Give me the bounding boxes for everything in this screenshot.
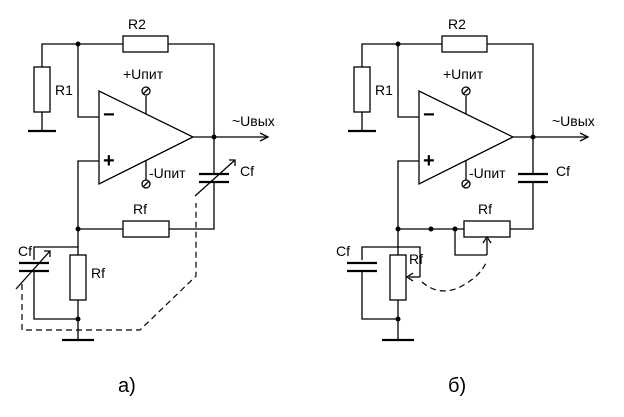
resistor-rf-shunt-label-a: Rf <box>91 265 105 281</box>
circuit-a: − + +Uпит -Uпит R2 R1 ~Uвых Cf <box>15 16 275 397</box>
potentiometer-rf-shunt-b <box>389 254 407 301</box>
capacitor-cf-series-label-a: Cf <box>240 163 254 179</box>
opamp-a-inverting-sign: − <box>103 104 115 126</box>
resistor-r1-a <box>33 66 51 113</box>
circuit-b: − + +Uпит -Uпит R2 R1 ~Uвых Cf Rf <box>336 16 595 397</box>
resistor-rf-series-label-a: Rf <box>133 201 147 217</box>
supply-neg-label-a: -Uпит <box>149 165 186 181</box>
supply-pos-label-a: +Uпит <box>123 66 164 82</box>
ganged-link-b <box>421 259 488 292</box>
opamp-a-noninverting-sign: + <box>103 150 115 172</box>
resistor-r2-b <box>441 35 488 53</box>
ganged-link-a <box>21 203 197 331</box>
resistor-r1-label-b: R1 <box>375 82 393 98</box>
opamp-b-inverting-sign: − <box>423 104 435 126</box>
capacitor-cf-series-label-b: Cf <box>556 163 570 179</box>
caption-b: б) <box>448 375 466 397</box>
capacitor-cf-shunt-label-a: Cf <box>18 243 32 259</box>
resistor-r2-a <box>122 35 169 53</box>
resistor-r2-label-a: R2 <box>128 16 146 32</box>
potentiometer-rf-shunt-label-b: Rf <box>409 251 423 267</box>
potentiometer-rf-series-b <box>463 220 511 238</box>
output-label-a: ~Uвых <box>232 113 275 129</box>
potentiometer-rf-series-label-b: Rf <box>478 201 492 217</box>
supply-neg-label-b: -Uпит <box>469 165 506 181</box>
capacitor-cf-shunt-label-b: Cf <box>336 243 350 259</box>
output-label-b: ~Uвых <box>552 113 595 129</box>
resistor-rf-series-a <box>122 220 170 238</box>
opamp-b-noninverting-sign: + <box>423 150 435 172</box>
resistor-r2-label-b: R2 <box>448 16 466 32</box>
resistor-rf-shunt-a <box>69 254 87 301</box>
caption-a: а) <box>118 375 136 397</box>
supply-pos-label-b: +Uпит <box>443 66 484 82</box>
resistor-r1-label-a: R1 <box>55 82 73 98</box>
resistor-r1-b <box>353 66 371 113</box>
